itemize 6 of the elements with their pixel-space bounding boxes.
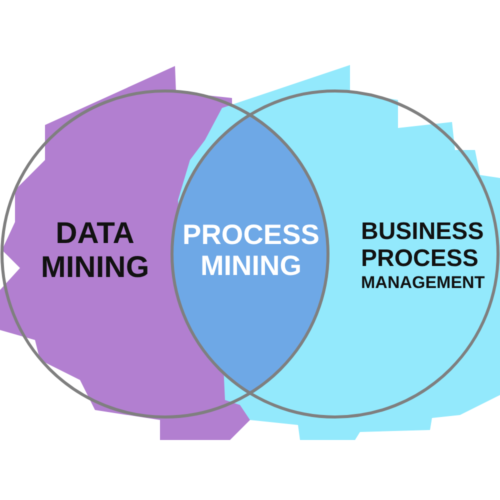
region-label: DATA MINING [40,217,150,284]
region-label: PROCESS MINING [182,219,320,282]
venn-circle [170,89,500,419]
region-label: MANAGEMENT [361,272,485,292]
venn-circle [0,89,330,419]
region-label: BUSINESS PROCESS [361,219,484,273]
